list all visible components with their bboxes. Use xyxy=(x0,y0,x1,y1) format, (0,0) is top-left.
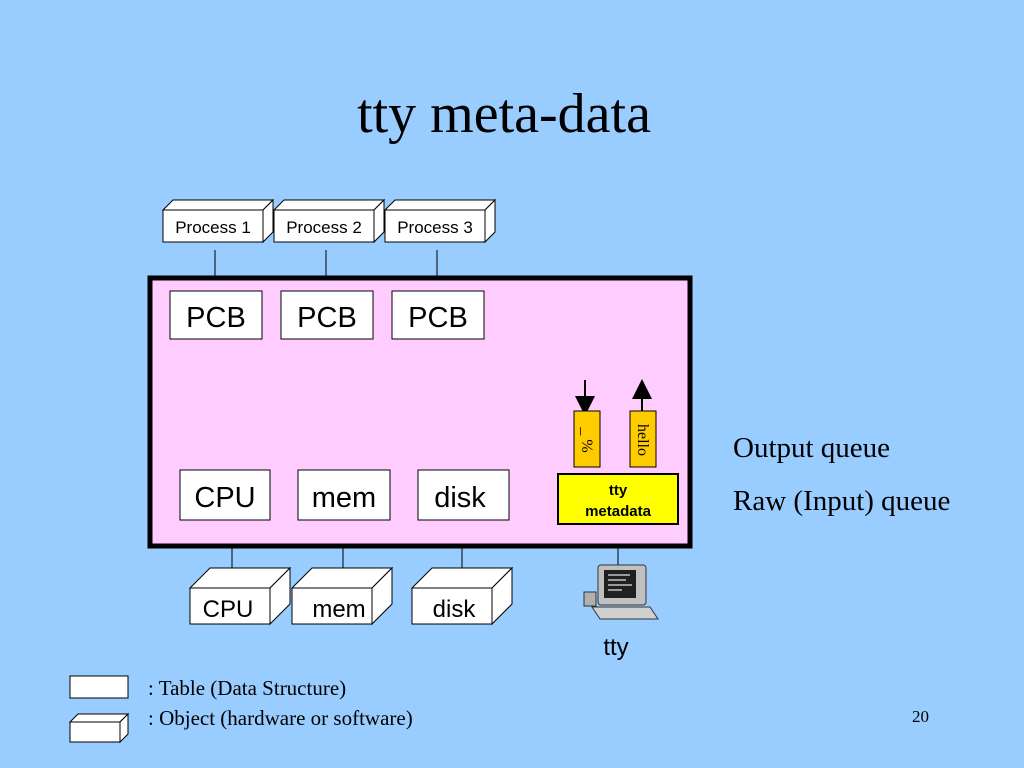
process-1-object: Process 1 xyxy=(161,198,275,244)
tty-metadata-label-1: tty xyxy=(609,482,628,499)
mem-table: mem xyxy=(297,469,391,521)
pcb-1-label: PCB xyxy=(186,302,246,334)
process-3-label: Process 3 xyxy=(397,218,473,237)
tty-terminal-label: tty xyxy=(603,634,628,661)
raw-queue-text: _ % xyxy=(578,426,595,452)
pcb-table-2: PCB xyxy=(280,290,374,340)
pcb-3-label: PCB xyxy=(408,302,468,334)
cpu-table-label: CPU xyxy=(194,482,255,514)
process-2-object: Process 2 xyxy=(272,198,386,244)
disk-hardware-label: disk xyxy=(433,596,477,623)
disk-hardware-object: disk xyxy=(410,566,514,626)
pcb-2-label: PCB xyxy=(297,302,357,334)
output-queue-label: Output queue xyxy=(733,432,891,464)
pcb-table-3: PCB xyxy=(391,290,485,340)
slide-number: 20 xyxy=(912,707,929,726)
disk-table: disk xyxy=(417,469,510,521)
computer-terminal-icon xyxy=(583,564,659,620)
raw-input-queue-label: Raw (Input) queue xyxy=(733,485,951,517)
tty-metadata-table: tty metadata xyxy=(557,473,679,525)
legend-table-icon xyxy=(69,675,129,699)
output-queue-text: hello xyxy=(634,424,651,456)
legend-object-text: : Object (hardware or software) xyxy=(148,706,413,730)
output-queue: hello xyxy=(629,410,657,468)
cpu-hardware-label: CPU xyxy=(203,596,254,623)
slide-title: tty meta-data xyxy=(357,83,651,145)
process-2-label: Process 2 xyxy=(286,218,362,237)
mem-table-label: mem xyxy=(312,482,376,514)
tty-metadata-label-2: metadata xyxy=(585,503,652,520)
mem-hardware-object: mem xyxy=(290,566,394,626)
cpu-table: CPU xyxy=(179,469,271,521)
legend-object-icon xyxy=(68,712,130,744)
cpu-hardware-object: CPU xyxy=(188,566,292,626)
pcb-table-1: PCB xyxy=(169,290,263,340)
process-1-label: Process 1 xyxy=(175,218,251,237)
legend-table-text: : Table (Data Structure) xyxy=(148,676,347,700)
mem-hardware-label: mem xyxy=(312,596,365,623)
raw-input-queue: _ % xyxy=(573,410,601,468)
process-3-object: Process 3 xyxy=(383,198,497,244)
disk-table-label: disk xyxy=(434,482,486,514)
